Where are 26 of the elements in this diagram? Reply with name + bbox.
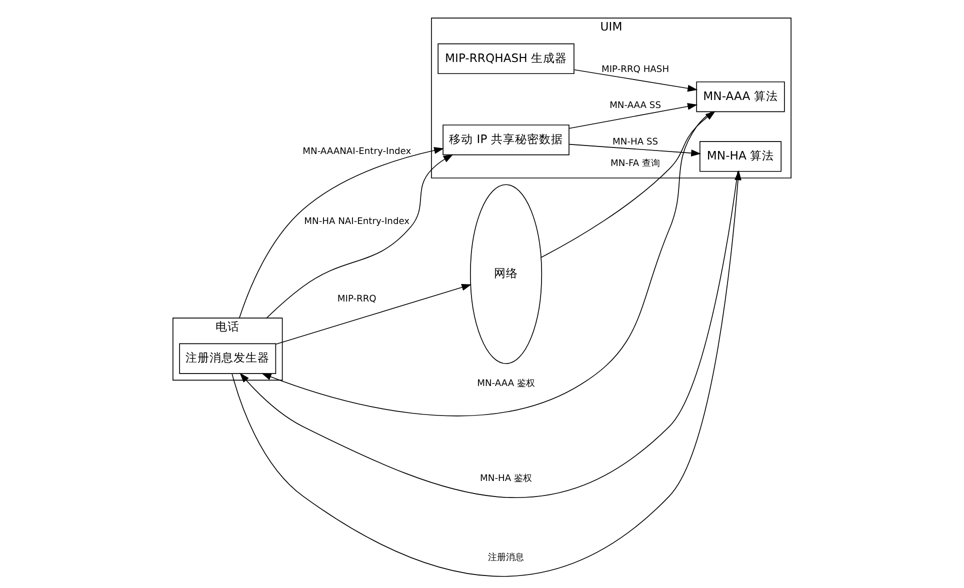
arrow bbox=[540, 111, 716, 258]
edge-label: MN-HA NAI-Entry-Index bbox=[304, 217, 410, 228]
arrow bbox=[574, 69, 698, 92]
arrow bbox=[261, 111, 712, 416]
edge-label: MN-HA 鉴权 bbox=[480, 474, 532, 484]
node-box: MN-HA 算法 bbox=[700, 141, 782, 172]
edge-label: MIP-RRQ bbox=[337, 294, 376, 304]
arrow bbox=[240, 171, 738, 498]
arrow bbox=[568, 103, 698, 129]
node-box: 移动 IP 共享秘密数据 bbox=[442, 124, 570, 156]
edge-label: MN-AAA 鉴权 bbox=[477, 378, 535, 389]
edge-label: MN-FA 查询 bbox=[610, 159, 660, 170]
node-box: 注册消息发生器 bbox=[179, 343, 276, 374]
edge-label: MN-AAA SS bbox=[610, 101, 662, 112]
arrow bbox=[275, 284, 472, 345]
arrow bbox=[232, 170, 742, 577]
edge-label: MN-HA SS bbox=[612, 138, 658, 148]
edge-label: MN-AAANAI-Entry-Index bbox=[302, 146, 412, 157]
node-ellipse: 网络 bbox=[470, 184, 542, 364]
edge-label: 注册消息 bbox=[488, 552, 524, 563]
node-box: MIP-RRQHASH 生成器 bbox=[438, 43, 574, 74]
node-box: MN-AAA 算法 bbox=[696, 81, 785, 112]
arrow bbox=[238, 147, 444, 318]
arrow bbox=[568, 144, 702, 156]
edge-label: MIP-RRQ HASH bbox=[601, 64, 670, 75]
arrow bbox=[266, 154, 454, 318]
